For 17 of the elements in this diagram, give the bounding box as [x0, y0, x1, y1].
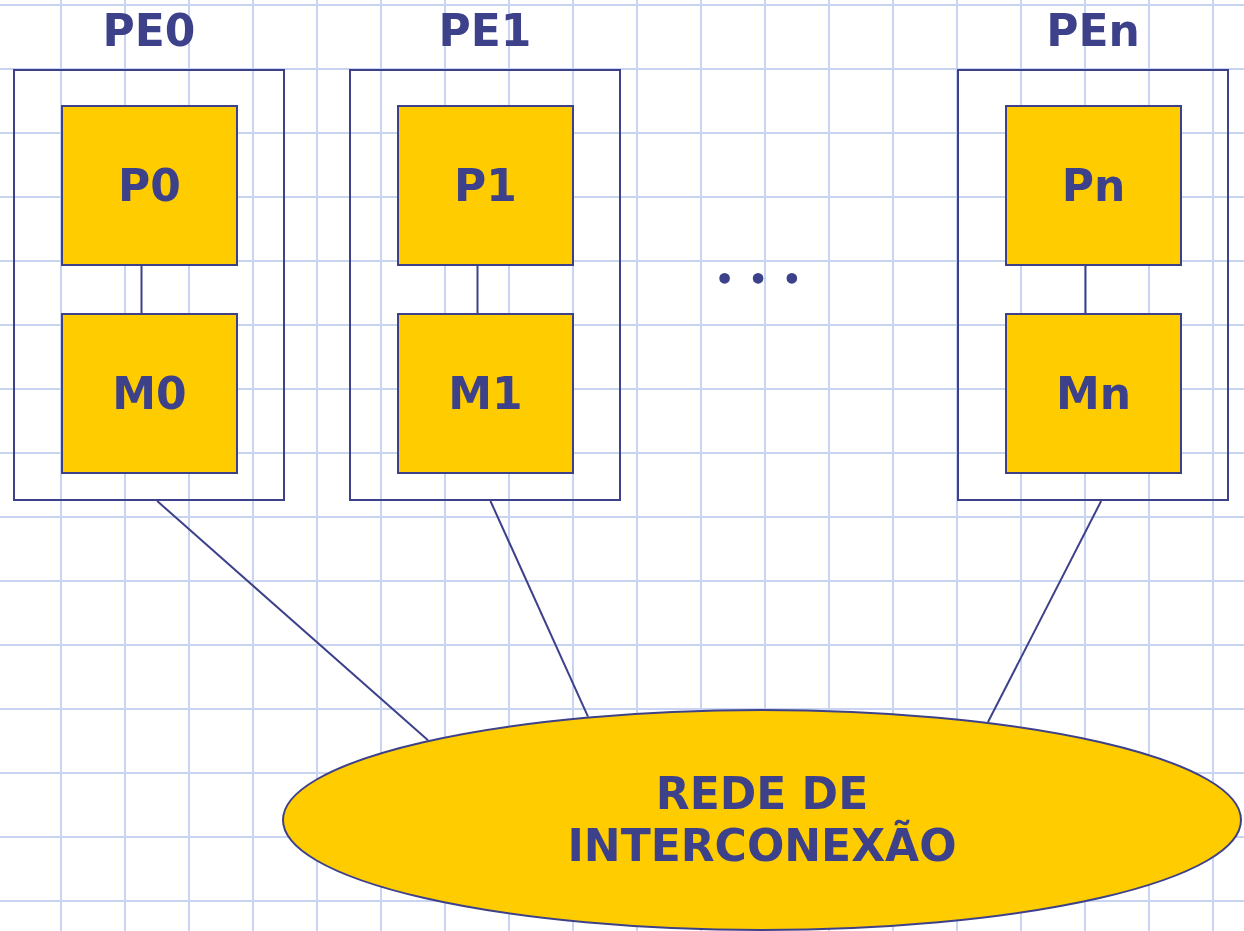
unit-heading: PEn [1045, 5, 1141, 57]
ellipsis-mark: • • • [715, 262, 804, 297]
unit-heading: PE1 [437, 5, 533, 57]
memory-box: M0 [61, 313, 238, 474]
processor-box: P0 [61, 105, 238, 266]
connector-line [987, 500, 1103, 724]
connector-line [489, 500, 589, 718]
connector-line [476, 265, 479, 314]
unit-heading: PE0 [101, 5, 197, 57]
network-label: REDE DE INTERCONEXÃO [566, 768, 958, 872]
memory-box: Mn [1005, 313, 1182, 474]
processor-box: Pn [1005, 105, 1182, 266]
processor-box: P1 [397, 105, 574, 266]
connector-line [140, 265, 143, 314]
connector-line [1084, 265, 1087, 314]
connector-line [156, 500, 429, 742]
memory-box: M1 [397, 313, 574, 474]
